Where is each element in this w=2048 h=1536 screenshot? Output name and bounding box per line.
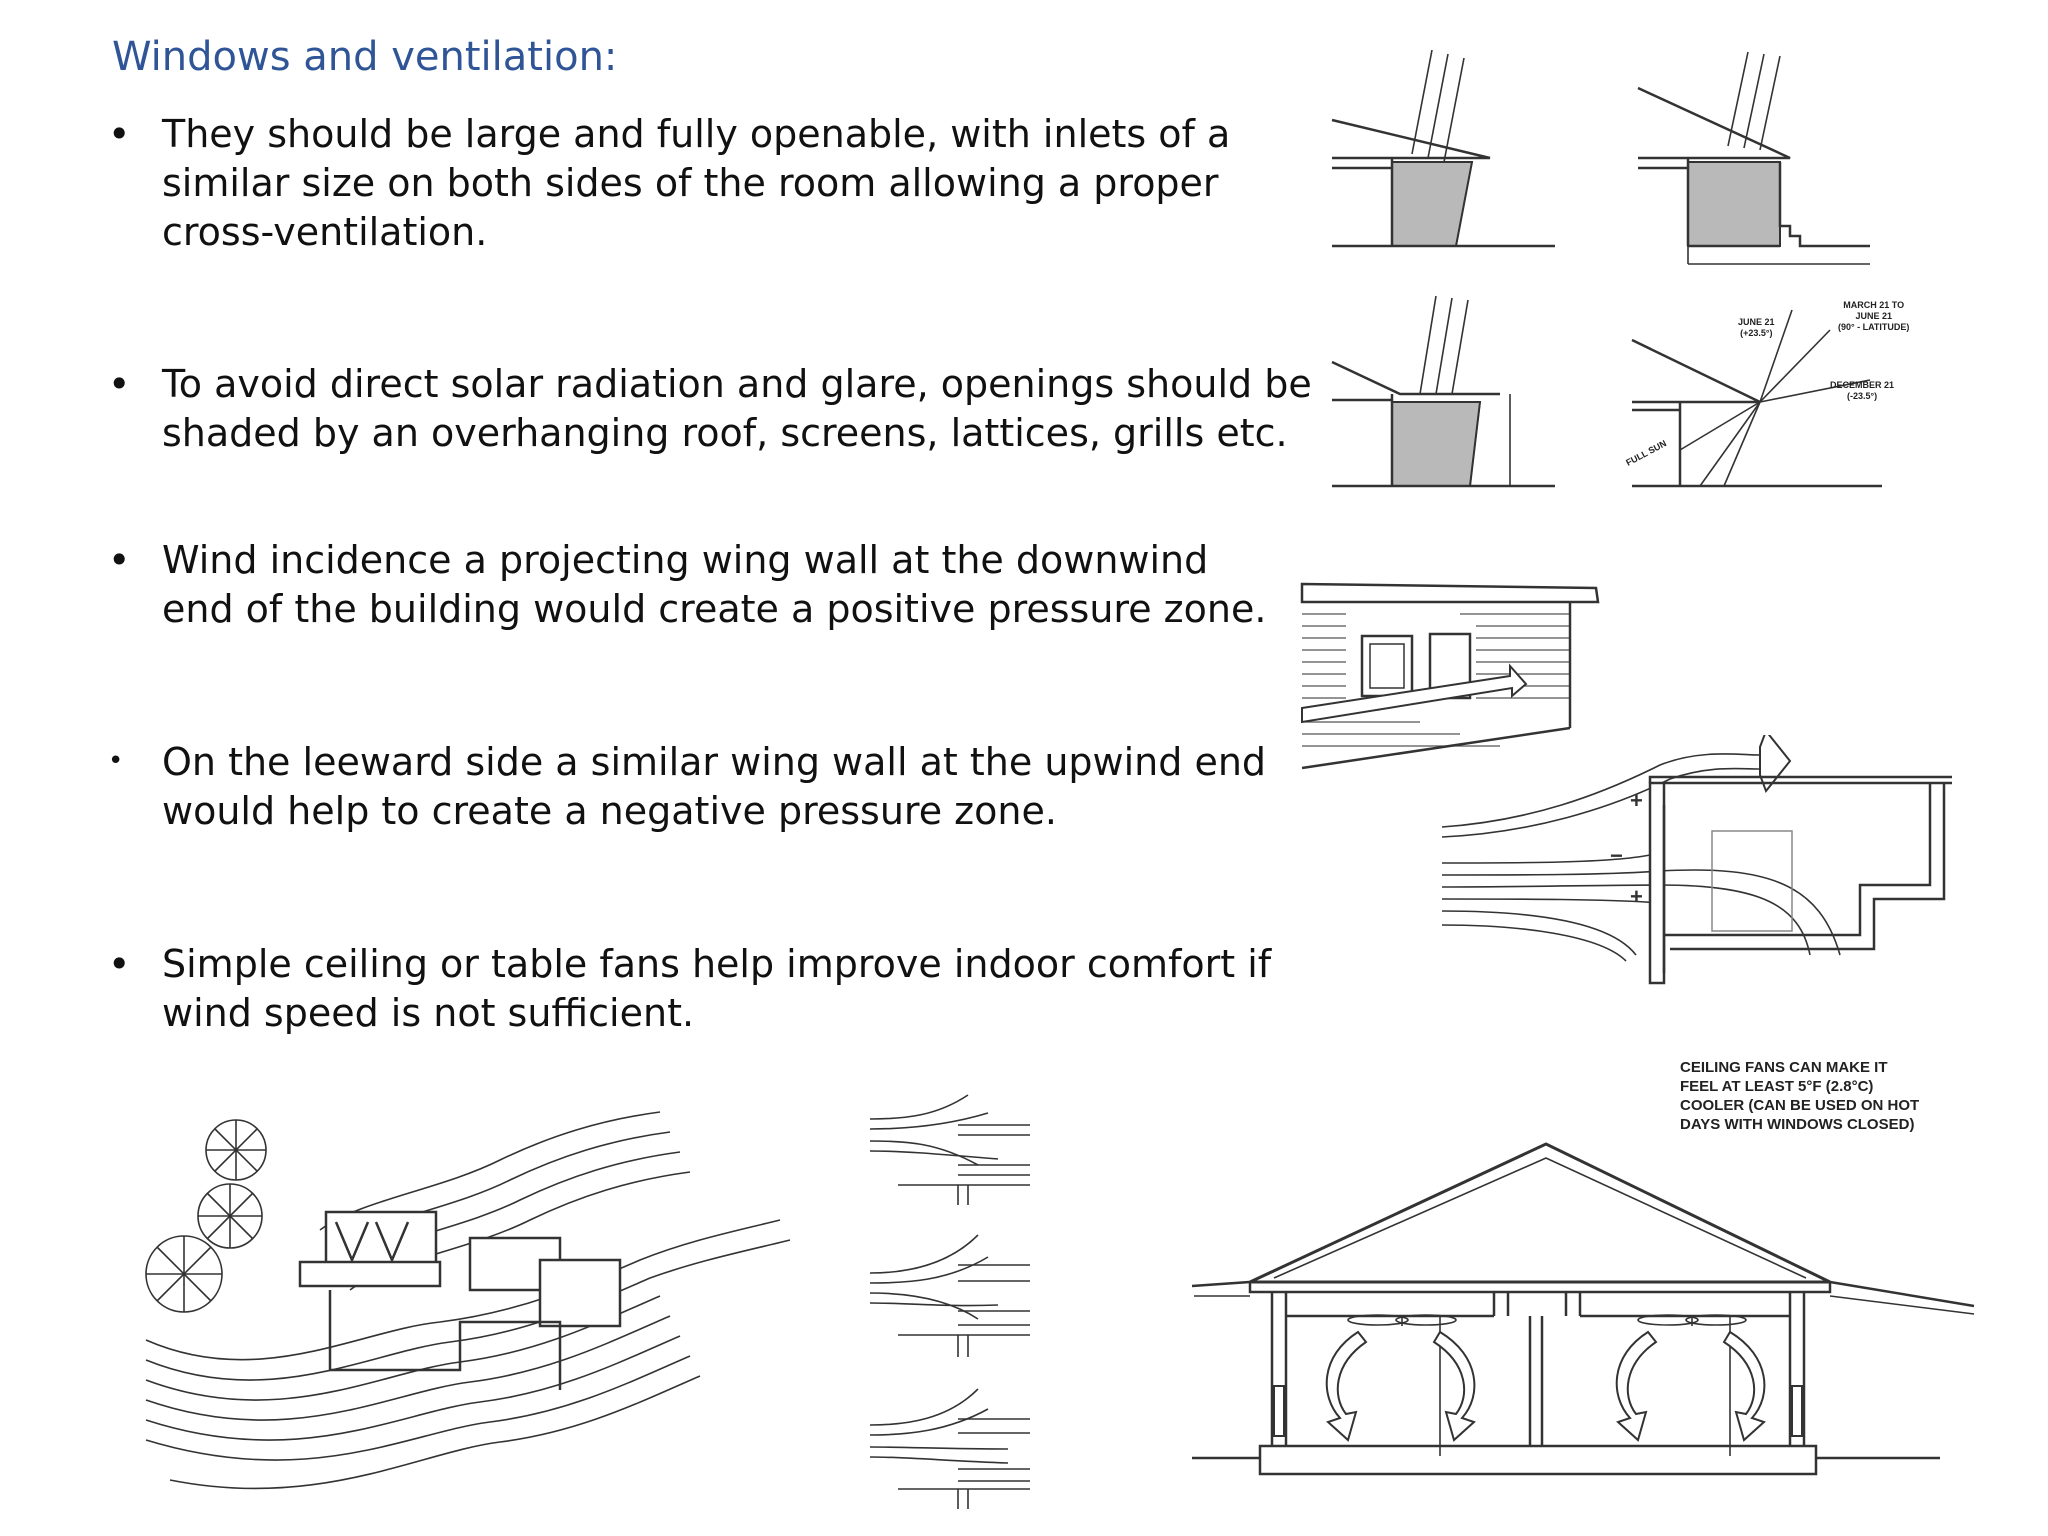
overhang-diagram-1 — [1331, 50, 1555, 248]
label-june-text: JUNE 21 — [1738, 317, 1775, 327]
overhang-diagram-2 — [1637, 51, 1870, 265]
label-march: MARCH 21 TO JUNE 21 (90° - LATITUDE) — [1838, 300, 1909, 333]
bullet-text-4: On the leeward side a similar wing wall … — [162, 738, 1266, 836]
label-december-text: DECEMBER 21 — [1830, 380, 1895, 390]
fan-caption-line: DAYS WITH WINDOWS CLOSED) — [1680, 1116, 1915, 1133]
ceiling-fan-section-diagram — [1191, 1142, 1975, 1476]
bullet-line: shaded by an overhanging roof, screens, … — [162, 411, 1288, 455]
bullet-line: would help to create a negative pressure… — [162, 789, 1057, 833]
label-december-angle: (-23.5°) — [1846, 391, 1878, 401]
bullet-text-1: They should be large and fully openable,… — [162, 110, 1230, 257]
bullet-text-5: Simple ceiling or table fans help improv… — [162, 940, 1271, 1038]
bullet-line: They should be large and fully openable,… — [162, 112, 1231, 156]
label-march-1: MARCH 21 TO — [1843, 300, 1905, 310]
wind-section-diagrams — [869, 1094, 1030, 1509]
slide-title: Windows and ventilation: — [112, 34, 618, 80]
bullet-line: wind speed is not sufficient. — [162, 991, 695, 1035]
plus-sign-top: + — [1630, 788, 1643, 813]
bullet-line: On the leeward side a similar wing wall … — [162, 740, 1267, 784]
label-june: JUNE 21 (+23.5°) — [1738, 317, 1775, 339]
bullet-marker: • — [108, 362, 131, 406]
bullet-text-2: To avoid direct solar radiation and glar… — [162, 360, 1312, 458]
label-june-angle: (+23.5°) — [1740, 328, 1773, 338]
bullet-marker: • — [108, 538, 131, 582]
bullet-line: Simple ceiling or table fans help improv… — [162, 942, 1272, 986]
label-march-2: JUNE 21 — [1855, 311, 1892, 321]
overhang-diagram-3 — [1331, 295, 1555, 488]
site-airflow-diagram — [145, 1111, 791, 1490]
bullet-line: To avoid direct solar radiation and glar… — [162, 362, 1312, 406]
plus-sign-bottom: + — [1630, 884, 1643, 909]
wing-wall-window-diagram — [1300, 582, 1600, 770]
minus-sign: − — [1610, 843, 1623, 868]
label-march-3: (90° - LATITUDE) — [1838, 322, 1910, 332]
bullet-line: Wind incidence a projecting wing wall at… — [162, 538, 1209, 582]
fan-caption-line: CEILING FANS CAN MAKE IT — [1680, 1059, 1888, 1076]
bullet-marker: • — [108, 746, 124, 776]
bullet-line: end of the building would create a posit… — [162, 587, 1267, 631]
fan-caption: CEILING FANS CAN MAKE IT FEEL AT LEAST 5… — [1680, 1058, 1919, 1134]
label-december: DECEMBER 21 (-23.5°) — [1830, 380, 1894, 402]
bullet-marker: • — [108, 112, 131, 156]
bullet-line: cross-ventilation. — [162, 210, 488, 254]
fan-caption-line: FEEL AT LEAST 5°F (2.8°C) — [1680, 1078, 1874, 1095]
bullet-line: similar size on both sides of the room a… — [162, 161, 1219, 205]
pressure-zone-diagram — [1441, 735, 1952, 985]
bullet-text-3: Wind incidence a projecting wing wall at… — [162, 536, 1266, 634]
bullet-marker: • — [108, 942, 131, 986]
sun-angle-diagram — [1631, 309, 1882, 488]
fan-caption-line: COOLER (CAN BE USED ON HOT — [1680, 1097, 1920, 1114]
